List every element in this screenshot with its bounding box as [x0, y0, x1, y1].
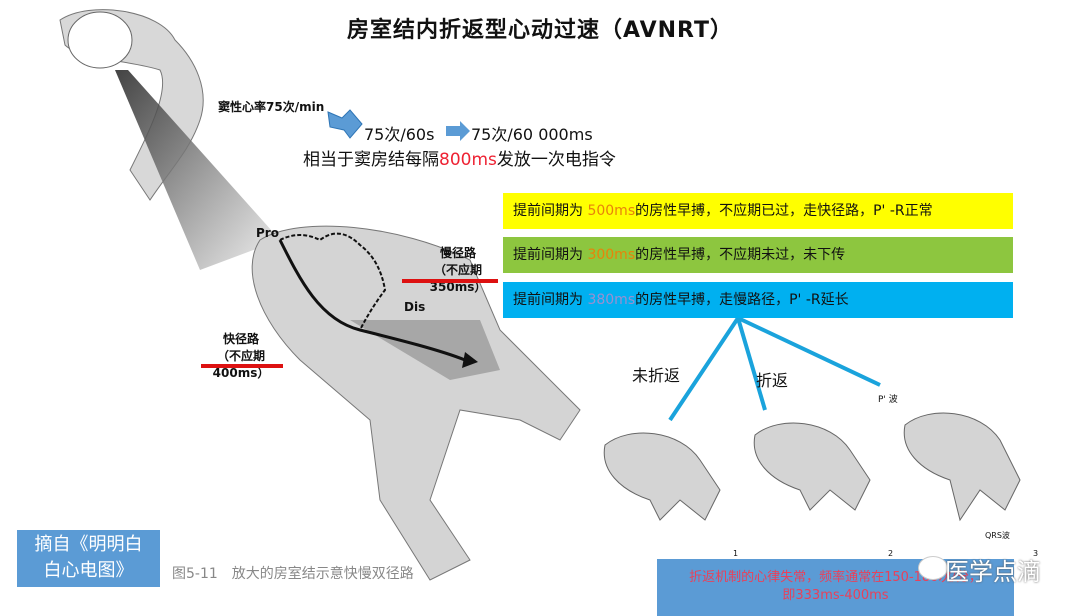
no-reentry-label: 未折返	[632, 366, 681, 385]
note-line2: 即333ms-400ms	[782, 588, 889, 603]
av-node-large	[251, 225, 581, 581]
p-wave-label: P' 波	[878, 395, 898, 405]
conversion-step2: 75次/60 000ms	[471, 125, 593, 144]
fast-path-underline	[201, 364, 283, 368]
equivalence-prefix: 相当于窦房结每隔	[303, 150, 439, 170]
pro-label: Pro	[256, 226, 279, 240]
dis-label: Dis	[404, 300, 426, 314]
equivalence-value: 800ms	[439, 150, 497, 170]
equivalence-text: 相当于窦房结每隔800ms发放一次电指令	[303, 145, 616, 170]
slow-path-underline	[402, 279, 498, 283]
watermark: 医学点滴	[945, 558, 1041, 586]
av-node-small-1	[603, 432, 721, 521]
scenario-380ms: 提前间期为 380ms的房性早搏，走慢路径，P' -R延长	[503, 282, 1013, 318]
equivalence-suffix: 发放一次电指令	[496, 150, 616, 170]
av-node-small-2	[753, 422, 871, 511]
figure-caption: 图5-11 放大的房室结示意快慢双径路	[172, 566, 414, 582]
scenario-300ms: 提前间期为 300ms的房性早搏，不应期未过，未下传	[503, 237, 1013, 273]
num-1: 1	[733, 549, 739, 558]
num-2: 2	[888, 549, 894, 558]
branch-lines	[668, 316, 881, 422]
arrow-icon	[327, 109, 363, 139]
conversion-step1: 75次/60s	[364, 125, 435, 144]
qrs-label: QRS波	[985, 531, 1010, 540]
source-box: 摘自《明明白白心电图》	[17, 530, 160, 587]
arrow-icon	[446, 121, 470, 141]
magnification-cone	[115, 70, 280, 270]
sinus-rate-label: 窦性心率75次/min	[218, 100, 325, 114]
reentry-label: 折返	[756, 371, 789, 390]
num-3: 3	[1033, 549, 1039, 558]
wechat-icon	[918, 556, 948, 580]
av-node-small-3	[903, 412, 1021, 522]
fast-path-label: 快径路（不应期400ms）	[212, 332, 270, 380]
page-title: 房室结内折返型心动过速（AVNRT）	[347, 18, 733, 43]
note-box: 折返机制的心律失常，频率通常在150-180次/分， 即333ms-400ms	[657, 559, 1014, 616]
note-line1: 折返机制的心律失常，频率通常在150-180次/分，	[689, 570, 982, 585]
slow-path-label: 慢径路（不应期350ms）	[429, 246, 487, 294]
scenario-500ms: 提前间期为 500ms的房性早搏，不应期已过，走快径路，P' -R正常	[503, 193, 1013, 229]
